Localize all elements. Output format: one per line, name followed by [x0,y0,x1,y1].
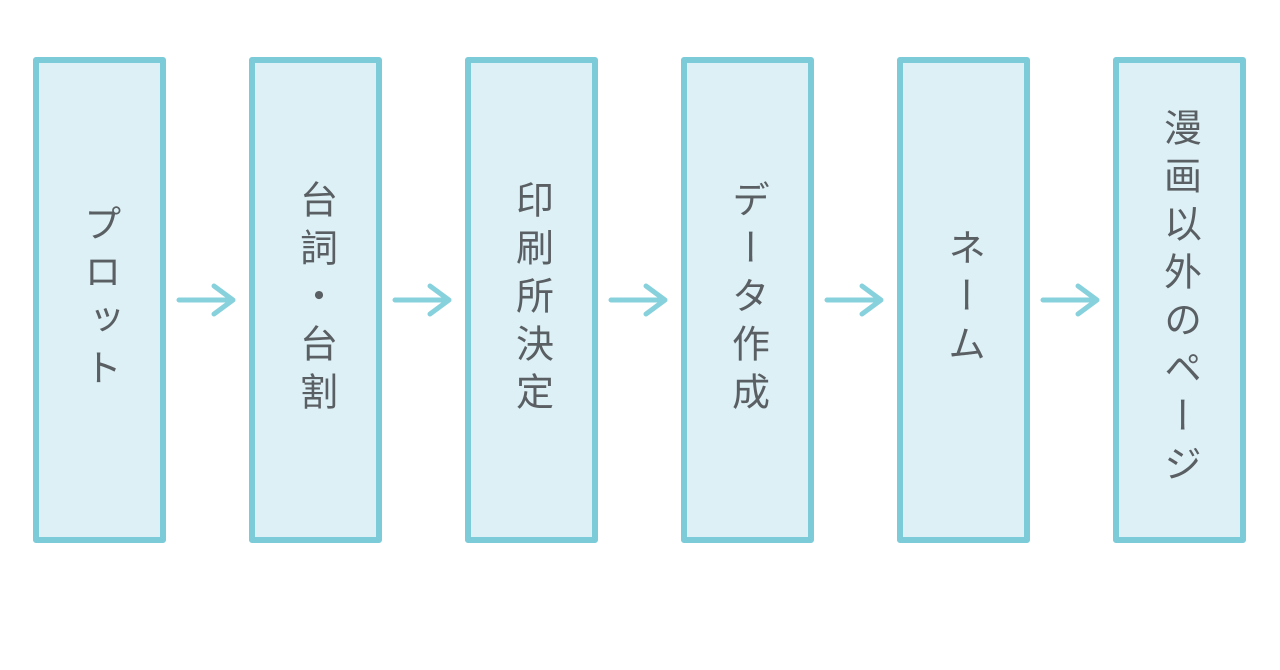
flow-connector [1030,57,1113,543]
right-arrow-icon [176,283,235,317]
flow-step-label: 印刷所決定 [509,180,554,420]
flow-step-label: 漫画以外のページ [1157,108,1202,492]
flow-connector [598,57,681,543]
flow-step-label: ネーム [941,228,986,372]
flow-step-plot: プロット [33,57,166,543]
flow-step-script-and-pagination: 台詞・台割 [249,57,382,543]
flow-connector [382,57,465,543]
flow-step-label: データ作成 [725,180,770,420]
flow-step-printer-decision: 印刷所決定 [465,57,598,543]
right-arrow-icon [608,283,667,317]
flow-step-non-manga-pages: 漫画以外のページ [1113,57,1246,543]
right-arrow-icon [824,283,883,317]
flow-connector [814,57,897,543]
flow-step-data-creation: データ作成 [681,57,814,543]
flowchart: プロット 台詞・台割 印刷所決定 データ [33,57,1280,543]
right-arrow-icon [1040,283,1099,317]
flow-step-name-storyboard: ネーム [897,57,1030,543]
right-arrow-icon [392,283,451,317]
flow-step-label: プロット [77,204,122,396]
flow-connector [166,57,249,543]
flow-step-label: 台詞・台割 [293,180,338,420]
